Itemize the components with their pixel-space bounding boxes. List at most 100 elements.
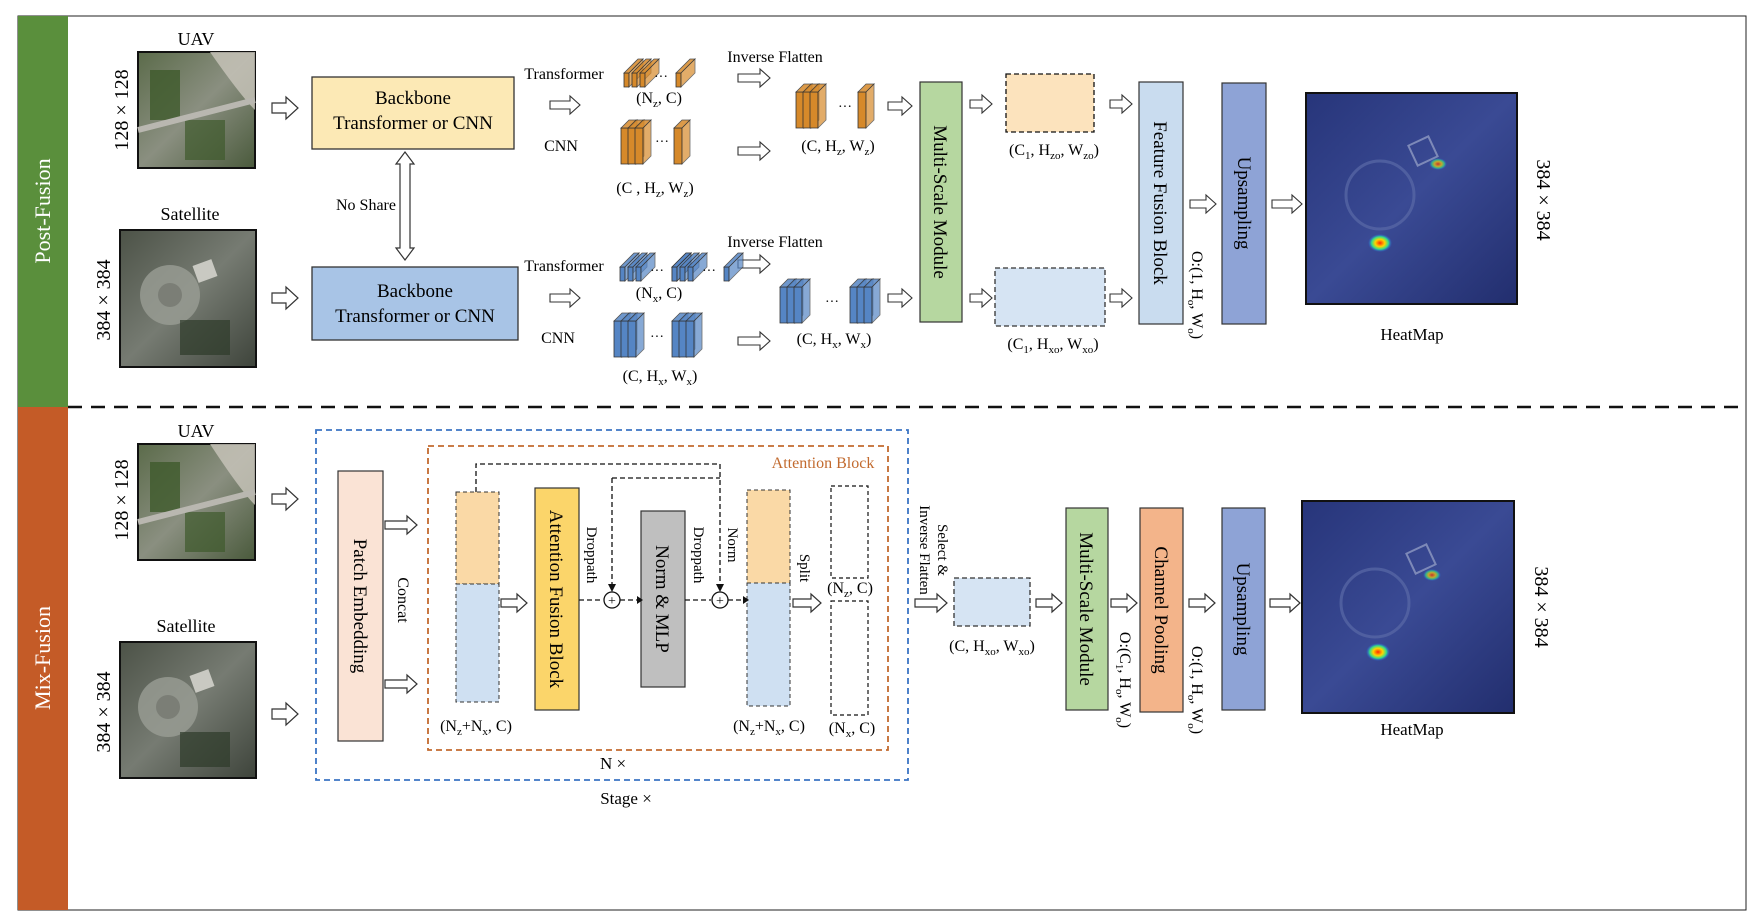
select-label-1: Select &: [934, 524, 950, 576]
post-sat-transformer-tokens-dots: ···: [650, 264, 664, 279]
post-arrows-in: [271, 95, 299, 311]
post-sat-transformer-tokens-b-rod-last: [723, 252, 744, 282]
add-node-2: [711, 591, 729, 609]
norm-label: Norm: [724, 528, 740, 563]
post-sat-if-a-slab-2: [793, 278, 811, 324]
post-c-hz-wz-label: (C , Hz, Wz): [616, 180, 693, 200]
mix-nz-c-label: (Nz, C): [827, 580, 873, 600]
attention-fusion-label: Attention Fusion Block: [545, 510, 566, 689]
post-uav-ms-features: [1005, 73, 1095, 133]
post-sat-if-b-slab-2: [863, 278, 881, 324]
mix-uav-title: UAV: [178, 421, 215, 441]
post-sat-transformer-tokens-rod-2: [635, 252, 656, 282]
concat-label: Concat: [394, 577, 411, 623]
split-uav-box: [830, 485, 869, 579]
backbone-uav-line2: Transformer or CNN: [333, 113, 493, 134]
post-uav-cnn-slab-2: [634, 119, 652, 165]
mix-fusion-label: Mix-Fusion: [30, 606, 55, 710]
mix-arrows: [271, 486, 1301, 727]
mix-fusion-band: [18, 407, 68, 910]
post-uav-title: UAV: [178, 29, 215, 49]
mix-sat-title: Satellite: [157, 616, 216, 636]
post-sat-cnn-dots: ···: [650, 330, 664, 345]
mix-sat-token-column: [455, 583, 500, 703]
backbone-sat-line1: Backbone: [377, 281, 453, 302]
post-o-shape-label: O:(1, Ho, Wo): [1185, 251, 1205, 339]
backbone-uav-box: [311, 76, 515, 150]
mix-select-features: [953, 577, 1031, 627]
post-uav-transformer-tokens-rod-2: [639, 58, 660, 88]
droppath-2-label: Droppath: [690, 527, 706, 584]
skip-arrowheads: [608, 584, 749, 604]
post-multiscale-label: Multi-Scale Module: [929, 125, 950, 279]
backbone-sat-box: [311, 266, 519, 341]
patch-embedding-label: Patch Embedding: [349, 539, 370, 674]
feature-fusion-label: Feature Fusion Block: [1149, 121, 1170, 285]
post-inverse-flatten-2: Inverse Flatten: [727, 234, 823, 251]
post-upsampling-box: [1221, 82, 1267, 325]
post-small-arrows: [549, 67, 1303, 352]
mix-sat-size: 384 × 384: [93, 671, 115, 752]
mix-uav-size: 128 × 128: [111, 459, 133, 540]
post-uav-image: [137, 51, 256, 169]
split-label: Split: [796, 554, 812, 583]
post-inverse-flatten-1: Inverse Flatten: [727, 49, 823, 66]
post-sat-size: 384 × 384: [93, 259, 115, 340]
mix-nznx-c-label-2: (Nz+Nx, C): [733, 718, 805, 738]
norm-mlp-label: Norm & MLP: [651, 545, 672, 653]
patch-embedding-box: [337, 470, 384, 742]
mix-upsampling-label: Upsampling: [1232, 563, 1253, 656]
post-sat-transformer-tokens-b-dots: ···: [702, 264, 716, 279]
post-c-hx-wx-label-2: (C, Hx, Wx): [797, 331, 872, 351]
post-sat-title: Satellite: [161, 204, 220, 224]
post-c-hx-wx-label: (C, Hx, Wx): [623, 368, 698, 388]
mix-c-hxo-wxo-label: (C, Hxo, Wxo): [949, 638, 1035, 658]
post-sat-if-dots: ···: [825, 295, 839, 310]
channel-pooling-box: [1139, 507, 1184, 713]
post-sat-cnn-b-slab-2: [685, 312, 703, 358]
mix-heatmap-image: [1301, 500, 1515, 714]
post-c1-hzo-wzo-label: (C1, Hzo, Wzo): [1009, 142, 1099, 162]
post-multiscale-box: [919, 81, 963, 323]
post-uav-if-last: [857, 83, 875, 129]
mix-uav-image: [137, 443, 256, 561]
stage-box: [315, 429, 909, 781]
post-nx-c-label: (Nx, C): [636, 285, 682, 305]
mix-nznx-c-label-1: (Nz+Nx, C): [440, 718, 512, 738]
add-node-1: [603, 591, 621, 609]
no-share-label: No Share: [336, 197, 396, 214]
stage-times-label: Stage ×: [600, 789, 652, 808]
post-fusion-band: [18, 16, 68, 407]
no-share-arrow: [394, 151, 416, 261]
mix-multiscale-label: Multi-Scale Module: [1075, 532, 1096, 686]
mix-multiscale-box: [1065, 507, 1109, 711]
attention-block-box: [427, 445, 889, 751]
post-heatmap-label: HeatMap: [1380, 325, 1443, 344]
post-fusion-label: Post-Fusion: [30, 158, 55, 263]
post-uav-cnn-dots: ···: [655, 135, 669, 150]
attention-fusion-box: [534, 487, 580, 711]
post-uav-transformer-tokens-rod-last: [675, 58, 696, 88]
post-upsampling-label: Upsampling: [1233, 157, 1254, 250]
select-label-2: Inverse Flatten: [916, 505, 932, 595]
mix-uav-token-column: [455, 491, 500, 585]
post-uav-if-dots: ···: [838, 100, 852, 115]
post-sat-cnn-a-slab-2: [627, 312, 645, 358]
feature-fusion-box: [1138, 81, 1184, 325]
mix-out-uav-column: [746, 489, 791, 584]
post-uav-size: 128 × 128: [111, 69, 133, 150]
post-sat-cnn: CNN: [541, 330, 575, 347]
mix-out-size: 384 × 384: [1530, 566, 1552, 647]
post-uav-cnn: CNN: [544, 138, 578, 155]
mix-nx-c-label: (Nx, C): [829, 720, 875, 740]
post-uav-transformer-tokens-dots: ···: [654, 70, 668, 85]
backbone-uav-line1: Backbone: [375, 88, 451, 109]
post-sat-transformer-tokens-b-rod-2: [687, 252, 708, 282]
mix-o-c1-label: O:(C1, Ho, Wo): [1113, 632, 1133, 728]
add-node-1-plus: +: [608, 594, 616, 609]
post-uav-transformer: Transformer: [524, 66, 604, 83]
attention-block-label: Attention Block: [772, 455, 875, 472]
post-uav-cnn-last: [673, 119, 691, 165]
mix-sat-image: [119, 641, 257, 779]
